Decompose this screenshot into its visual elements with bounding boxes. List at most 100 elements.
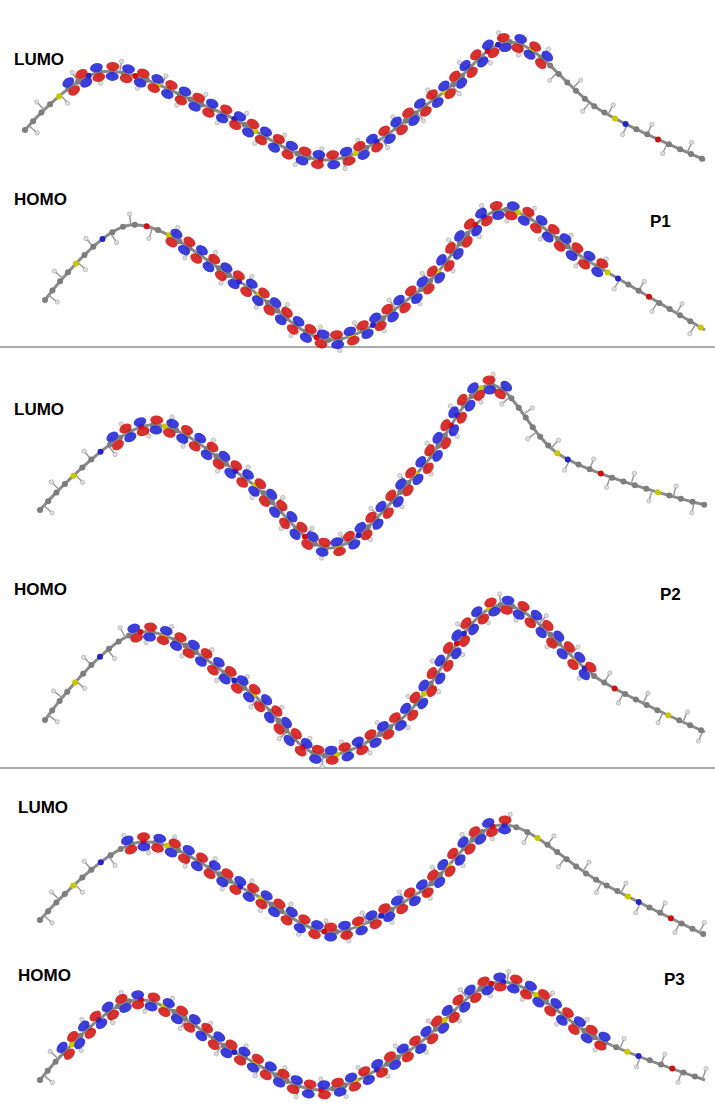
hydrogen-atom <box>386 145 390 149</box>
orbital-lobe <box>443 240 458 256</box>
atom <box>668 915 674 921</box>
orbital-lobe <box>303 322 319 336</box>
hydrogen-atom <box>642 279 646 283</box>
orbital-lobe <box>114 992 130 1006</box>
atom <box>470 837 476 843</box>
orbital-lobe <box>430 430 445 446</box>
orbital-lobe <box>131 1000 144 1009</box>
atom <box>624 1049 630 1055</box>
orbital-lobe <box>351 139 367 153</box>
orbital-lobe <box>289 1073 304 1086</box>
atom <box>688 151 694 157</box>
orbital-lobe <box>205 439 221 454</box>
orbital-lobe <box>121 63 136 75</box>
atom <box>213 453 219 459</box>
orbital-lobe <box>223 664 239 679</box>
atom <box>116 639 122 645</box>
hydrogen-atom <box>685 710 689 714</box>
orbital-lobe <box>298 145 313 158</box>
orbital-lobe <box>482 375 496 385</box>
atom <box>79 874 85 880</box>
hydrogen-atom <box>530 406 534 410</box>
orbital-lobe <box>317 536 332 548</box>
polymer-chain <box>37 969 708 1100</box>
atom <box>22 127 28 133</box>
hydrogen-atom <box>397 890 401 894</box>
orbital-lobe <box>562 639 578 655</box>
orbital-lobe <box>521 205 537 219</box>
atom <box>657 910 663 916</box>
orbital-lobe <box>342 325 357 338</box>
hydrogen-atom <box>479 400 483 404</box>
atom <box>633 697 639 703</box>
orbital-lobe <box>447 68 463 84</box>
orbital-lobe <box>424 87 440 102</box>
separator-line <box>0 347 715 348</box>
orbital-lobe <box>76 1018 92 1033</box>
orbital-lobe <box>330 1076 345 1088</box>
hydrogen-atom <box>660 151 664 155</box>
atom <box>636 288 642 294</box>
orbital-lobe <box>534 213 550 228</box>
atom <box>516 405 522 411</box>
atom <box>537 434 543 440</box>
hydrogen-atom <box>250 879 254 883</box>
orbital-lobe <box>483 596 498 609</box>
orbital-lobe <box>164 78 180 92</box>
atom <box>53 1059 59 1065</box>
orbital-lobe <box>331 339 345 350</box>
orbital-lobe <box>159 624 174 637</box>
orbital-lobe <box>494 982 508 992</box>
hydrogen-atom <box>479 203 483 207</box>
orbital-lobe <box>310 919 325 931</box>
orbital-lobe <box>435 857 450 873</box>
atom <box>573 863 579 869</box>
hydrogen-atom <box>689 511 693 515</box>
hydrogen-atom <box>634 1065 638 1069</box>
orbital-lobe <box>332 545 347 557</box>
orbital-lobe <box>204 97 219 110</box>
orbital-lobe <box>245 117 261 131</box>
orbital-lobe <box>137 842 150 851</box>
orbital-lobe <box>284 139 300 153</box>
hydrogen-atom <box>680 301 684 305</box>
orbital-lobe <box>105 72 119 82</box>
hydrogen-atom <box>214 1052 218 1056</box>
orbital-lobe <box>504 210 519 222</box>
hydrogen-atom <box>34 100 38 104</box>
orbital-lobe <box>455 834 471 850</box>
hydrogen-atom <box>51 689 55 693</box>
hydrogen-atom <box>119 59 123 63</box>
orbital-lobe <box>182 234 198 249</box>
hydrogen-atom <box>368 751 372 755</box>
atom <box>356 532 362 538</box>
atom <box>88 662 94 668</box>
hydrogen-atom <box>118 626 122 630</box>
orbital-lobe <box>263 1059 279 1073</box>
hydrogen-atom <box>506 969 510 973</box>
hydrogen-atom <box>547 78 551 82</box>
orbital-lobe <box>506 983 521 996</box>
hydrogen-atom <box>576 645 580 649</box>
hydrogen-atom <box>338 532 342 536</box>
atom <box>681 1070 687 1076</box>
atom <box>523 415 529 421</box>
orbital-lobe <box>425 867 441 883</box>
orbital-lobe <box>162 427 177 440</box>
atom <box>604 883 610 889</box>
orbital-lobe <box>376 901 392 915</box>
atom <box>583 870 589 876</box>
orbital-lobe <box>150 415 164 425</box>
hydrogen-atom <box>245 111 249 115</box>
hydrogen-atom <box>220 887 224 891</box>
orbital-lobe <box>414 877 430 892</box>
orbital-lobe <box>493 972 507 982</box>
atom <box>183 643 189 649</box>
atom <box>699 156 705 162</box>
orbital-lobe <box>429 1013 445 1029</box>
orbital-lobe <box>211 1029 227 1044</box>
hydrogen-atom <box>620 132 624 136</box>
hydrogen-atom <box>119 990 123 994</box>
orbital-lobe <box>438 417 452 433</box>
orbital-lobe <box>339 929 354 941</box>
